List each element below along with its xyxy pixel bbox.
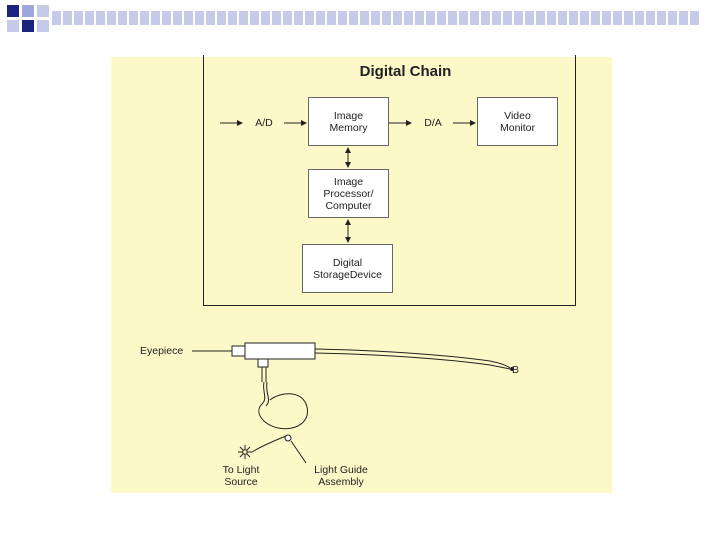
light-source-icon bbox=[238, 445, 252, 459]
image-processor-block: Image Processor/ Computer bbox=[308, 169, 389, 218]
eyepiece-label: Eyepiece bbox=[140, 345, 184, 357]
light-guide-label: Light Guide Assembly bbox=[314, 464, 368, 488]
corner-squares-decoration bbox=[7, 5, 699, 32]
digital-chain-frame bbox=[203, 55, 576, 306]
digital-chain-title: Digital Chain bbox=[359, 63, 452, 80]
light-source-label: To Light Source bbox=[222, 464, 260, 488]
video-monitor-block: Video Monitor bbox=[477, 97, 558, 146]
da-converter-block: D/A bbox=[424, 117, 442, 129]
digital-storage-block: Digital StorageDevice bbox=[302, 244, 393, 293]
endoscope-tip-label: B bbox=[512, 364, 520, 376]
image-memory-block: Image Memory bbox=[308, 97, 389, 146]
ad-converter-block: A/D bbox=[255, 117, 273, 129]
endoscope-drawing bbox=[192, 342, 514, 464]
